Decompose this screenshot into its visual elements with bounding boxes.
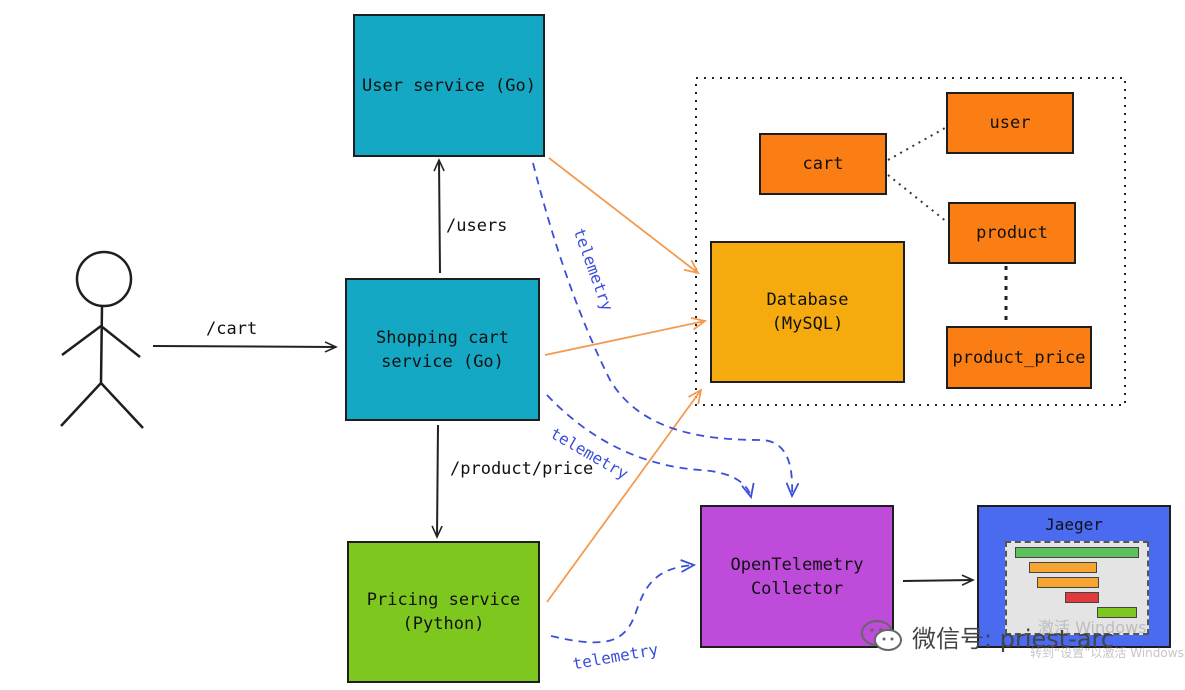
user-service-node: User service (Go) [353, 14, 545, 157]
arrow-pricing-db [546, 390, 701, 603]
windows-activation-notice: 激活 Windows [1038, 618, 1147, 637]
user-actor-icon [60, 250, 144, 429]
pricing-service-node: Pricing service (Python) [347, 541, 540, 683]
relation-cart-user [887, 127, 946, 161]
table-product: product [948, 202, 1076, 264]
jaeger-title: Jaeger [1045, 515, 1103, 534]
telemetry-pricing-collector [550, 565, 694, 644]
wechat-icon [861, 620, 902, 651]
jaeger-node: Jaeger [977, 505, 1171, 648]
database-node: Database (MySQL) [710, 241, 905, 383]
wechat-id-text: 微信号: priest-arc [912, 624, 1115, 653]
trace-timeline-icon [1005, 541, 1149, 635]
arrow-price-request [431, 424, 443, 539]
opentelemetry-collector-node: OpenTelemetry Collector [700, 505, 894, 648]
arrow-collector-jaeger [902, 574, 975, 586]
arrow-cart-request [152, 341, 338, 353]
price-request-label: /product/price [450, 459, 594, 479]
users-request-label: /users [446, 216, 508, 236]
cart-request-label: /cart [206, 319, 258, 339]
arrow-cart-db [544, 321, 705, 356]
relation-cart-product [887, 174, 948, 223]
table-product-price: product_price [946, 326, 1092, 389]
database-boundary [695, 77, 1126, 406]
table-user: user [946, 92, 1074, 154]
telemetry-user-collector [532, 162, 792, 496]
windows-activation-hint: 转到“设置”以激活 Windows [1030, 646, 1184, 660]
shopping-cart-service-node: Shopping cart service (Go) [345, 278, 540, 421]
arrow-user-db [548, 157, 698, 273]
arrow-users-request [433, 158, 445, 274]
wechat-watermark: 微信号: priest-arc [860, 618, 1114, 654]
table-cart: cart [759, 133, 887, 195]
